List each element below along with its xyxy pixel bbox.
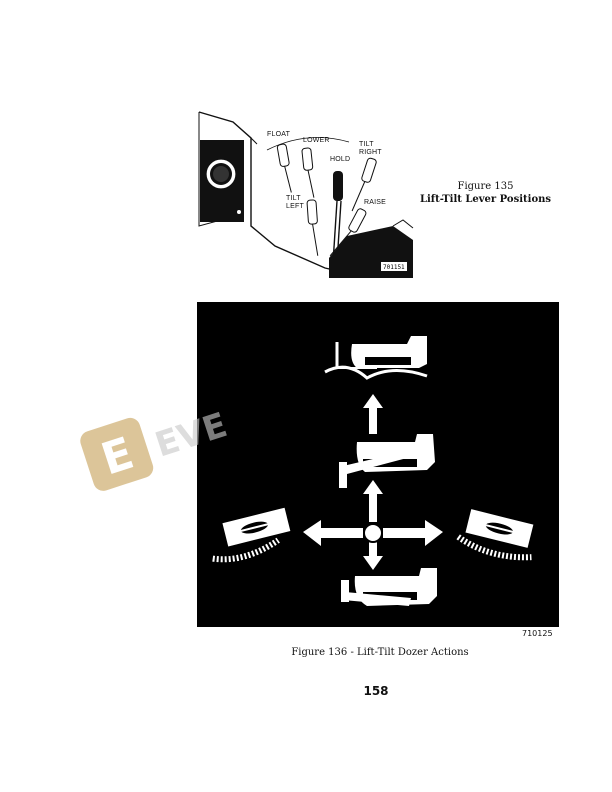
figure-135-caption-line1: Figure 135 bbox=[457, 181, 514, 192]
label-hold: HOLD bbox=[330, 156, 350, 163]
blade-tilt-right-icon bbox=[456, 509, 534, 561]
blade-hold-icon bbox=[339, 434, 435, 488]
figure-136-dozer-actions-panel bbox=[197, 302, 559, 627]
figure-135-lever-diagram: FLOAT LOWER TILT RIGHT HOLD TILT LEFT RA… bbox=[197, 108, 415, 280]
watermark-logo-icon: E bbox=[80, 417, 154, 491]
blade-tilt-left-icon bbox=[212, 507, 291, 563]
label-tilt-right-line2: RIGHT bbox=[359, 149, 382, 156]
figure-135-caption: Figure 135 Lift-Tilt Lever Positions bbox=[413, 180, 558, 206]
figure-136-number: 710125 bbox=[522, 629, 553, 638]
label-float: FLOAT bbox=[267, 131, 291, 138]
blade-raised-icon bbox=[324, 336, 428, 380]
blade-lowered-icon bbox=[341, 568, 437, 606]
watermark-logo-letter: E bbox=[95, 428, 139, 486]
label-tilt-left-line2: LEFT bbox=[286, 203, 304, 210]
label-raise: RAISE bbox=[364, 199, 386, 206]
page-number: 158 bbox=[363, 684, 389, 698]
figure-135-caption-line2: Lift-Tilt Lever Positions bbox=[419, 194, 552, 205]
label-lower: LOWER bbox=[303, 137, 330, 144]
label-tilt-right-line1: TILT bbox=[359, 141, 374, 148]
label-tilt-left-line1: TILT bbox=[286, 195, 301, 202]
figure-135-number: 701151 bbox=[383, 264, 405, 271]
figure-136-caption: Figure 136 - Lift-Tilt Dozer Actions bbox=[291, 647, 469, 658]
